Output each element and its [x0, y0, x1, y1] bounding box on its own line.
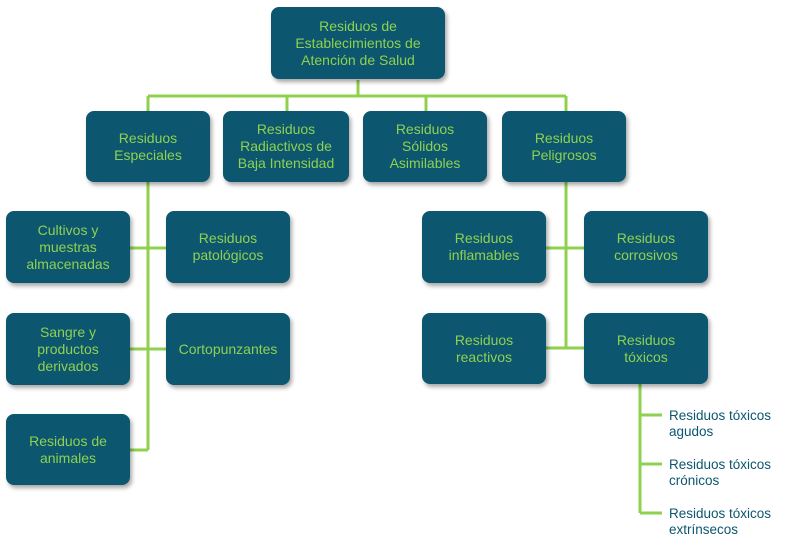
node-residuos-solidos: Residuos Sólidos Asimilables [363, 111, 487, 182]
root-node: Residuos de Establecimientos de Atención… [271, 7, 445, 79]
node-residuos-especiales: Residuos Especiales [86, 111, 210, 182]
node-patologicos: Residuos patológicos [166, 211, 290, 283]
node-toxicos: Residuos tóxicos [584, 313, 708, 384]
node-corrosivos: Residuos corrosivos [584, 211, 708, 283]
leaf-toxicos-cronicos: Residuos tóxicos crónicos [669, 457, 772, 488]
node-residuos-radiactivos: Residuos Radiactivos de Baja Intensidad [223, 111, 349, 182]
node-animales: Residuos de animales [6, 414, 130, 485]
node-cortopunzantes: Cortopunzantes [166, 313, 290, 385]
node-cultivos: Cultivos y muestras almacenadas [6, 211, 130, 283]
node-inflamables: Residuos inflamables [422, 211, 546, 283]
node-reactivos: Residuos reactivos [422, 313, 546, 384]
node-sangre: Sangre y productos derivados [6, 313, 130, 385]
leaf-toxicos-agudos: Residuos tóxicos agudos [669, 408, 772, 439]
node-residuos-peligrosos: Residuos Peligrosos [502, 111, 626, 182]
leaf-toxicos-extrinsecos: Residuos tóxicos extrínsecos [669, 506, 772, 537]
